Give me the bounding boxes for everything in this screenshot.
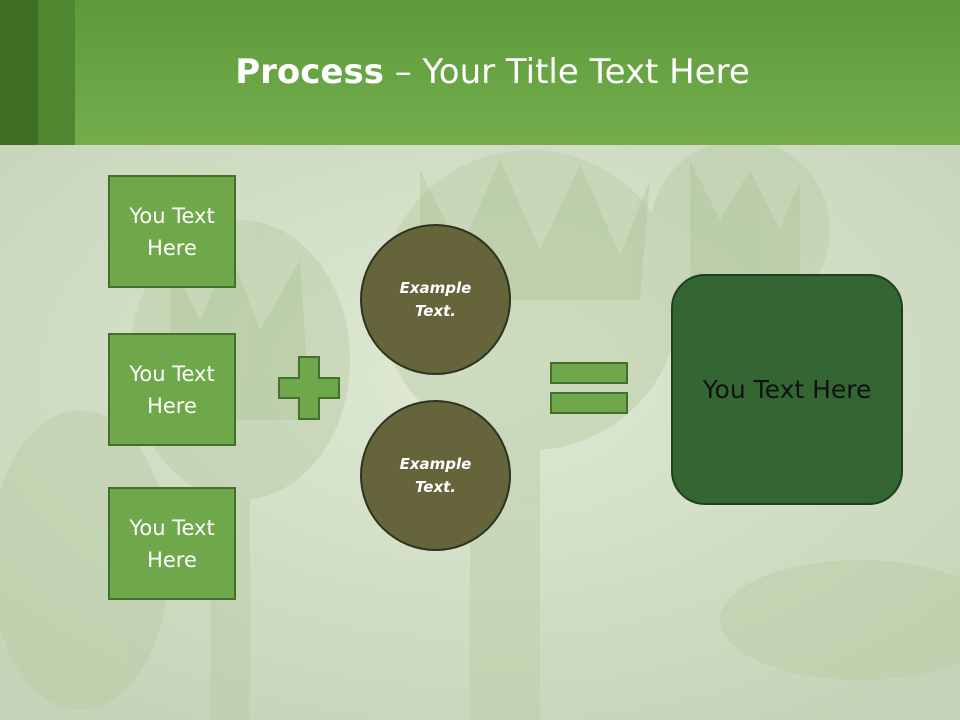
title-bar <box>0 0 960 145</box>
equals-icon <box>550 362 628 414</box>
input-box-2[interactable]: You Text Here <box>108 333 236 446</box>
result-box-label: You Text Here <box>702 375 872 404</box>
example-circle-1[interactable]: Example Text. <box>360 224 511 375</box>
title-rest: – Your Title Text Here <box>383 52 750 92</box>
plus-icon <box>278 356 340 420</box>
input-box-3[interactable]: You Text Here <box>108 487 236 600</box>
input-box-1-label: You Text Here <box>129 203 215 260</box>
accent-band-mid <box>38 0 75 145</box>
accent-band-dark <box>0 0 38 145</box>
input-box-1[interactable]: You Text Here <box>108 175 236 288</box>
slide-title: Process – Your Title Text Here <box>0 52 960 92</box>
example-circle-2[interactable]: Example Text. <box>360 400 511 551</box>
example-circle-2-label: Example Text. <box>399 454 472 496</box>
example-circle-1-label: Example Text. <box>399 278 472 320</box>
result-box[interactable]: You Text Here <box>671 274 903 505</box>
input-box-2-label: You Text Here <box>129 361 215 418</box>
input-box-3-label: You Text Here <box>129 515 215 572</box>
title-bold: Process <box>235 52 384 92</box>
